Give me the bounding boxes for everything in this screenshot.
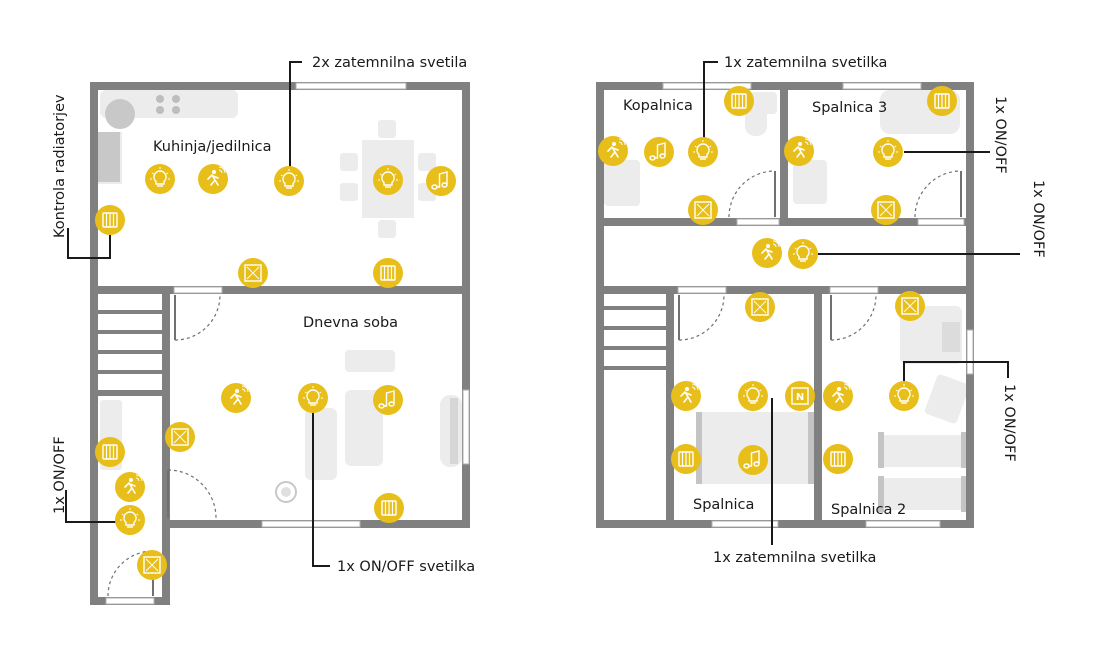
room-label-dnevna: Dnevna soba bbox=[303, 315, 398, 331]
room-label-spalnica2: Spalnica 2 bbox=[831, 502, 906, 518]
motion-sensor-icon bbox=[823, 381, 853, 411]
window-blind-icon bbox=[137, 550, 167, 580]
motion-sensor-icon bbox=[115, 472, 145, 502]
callout-onoff-hallway: 1x ON/OFF bbox=[1030, 180, 1046, 258]
callout-onoff-bedroom2: 1x ON/OFF bbox=[1001, 384, 1017, 462]
bulb-icon bbox=[889, 381, 919, 411]
walls bbox=[90, 82, 974, 605]
window-blind-icon bbox=[688, 195, 718, 225]
music-speaker-icon bbox=[373, 385, 403, 415]
windows bbox=[105, 82, 974, 605]
room-label-kopalnica: Kopalnica bbox=[623, 98, 693, 114]
bulb-icon bbox=[873, 137, 903, 167]
callout-onoff-hall-left: 1x ON/OFF bbox=[52, 436, 68, 514]
smart-home-icons: N bbox=[95, 86, 957, 580]
callout-onoff-bedroom3: 1x ON/OFF bbox=[992, 96, 1008, 174]
callout-onoff-lamp: 1x ON/OFF svetilka bbox=[337, 559, 475, 575]
bulb-icon bbox=[145, 164, 175, 194]
callout-dimmable-bedroom: 1x zatemnilna svetilka bbox=[713, 550, 876, 566]
callout-lines bbox=[65, 61, 1020, 567]
room-label-kuhinja: Kuhinja/jedilnica bbox=[153, 139, 271, 155]
callout-dimmable-bathroom: 1x zatemnilna svetilka bbox=[724, 55, 887, 71]
window-blind-icon bbox=[895, 291, 925, 321]
callout-radiator-control: Kontrola radiatorjev bbox=[52, 94, 68, 238]
room-label-spalnica: Spalnica bbox=[693, 497, 754, 513]
radiator-icon bbox=[374, 493, 404, 523]
room-labels: Kuhinja/jedilnica Dnevna soba Kopalnica … bbox=[153, 98, 906, 518]
radiator-icon bbox=[927, 86, 957, 116]
motion-sensor-icon bbox=[671, 381, 701, 411]
bulb-icon bbox=[274, 166, 304, 196]
radiator-icon bbox=[823, 444, 853, 474]
window-blind-icon bbox=[871, 195, 901, 225]
motion-sensor-icon bbox=[752, 238, 782, 268]
radiator-icon bbox=[95, 437, 125, 467]
bulb-icon bbox=[788, 239, 818, 269]
window-blind-icon bbox=[238, 258, 268, 288]
bulb-icon bbox=[115, 505, 145, 535]
window-blind-icon bbox=[165, 422, 195, 452]
bulb-icon bbox=[373, 165, 403, 195]
callout-2x-dimmable: 2x zatemnilna svetila bbox=[312, 55, 467, 71]
callout-texts: 2x zatemnilna svetila Kontrola radiatorj… bbox=[52, 55, 1046, 575]
bulb-icon bbox=[688, 137, 718, 167]
room-label-spalnica3: Spalnica 3 bbox=[812, 100, 887, 116]
motion-sensor-icon bbox=[784, 136, 814, 166]
window-blind-icon bbox=[745, 292, 775, 322]
music-speaker-icon bbox=[426, 166, 456, 196]
bulb-icon bbox=[298, 383, 328, 413]
radiator-icon bbox=[95, 205, 125, 235]
radiator-icon bbox=[373, 258, 403, 288]
music-speaker-icon bbox=[644, 137, 674, 167]
dimmer-switch-glyph: N bbox=[796, 392, 804, 403]
motion-sensor-icon bbox=[221, 383, 251, 413]
furniture-details bbox=[96, 95, 967, 512]
radiator-icon bbox=[724, 86, 754, 116]
motion-sensor-icon bbox=[198, 164, 228, 194]
bulb-icon bbox=[738, 381, 768, 411]
dimmer-switch-icon: N bbox=[785, 381, 815, 411]
radiator-icon bbox=[671, 444, 701, 474]
music-speaker-icon bbox=[738, 445, 768, 475]
motion-sensor-icon bbox=[598, 136, 628, 166]
